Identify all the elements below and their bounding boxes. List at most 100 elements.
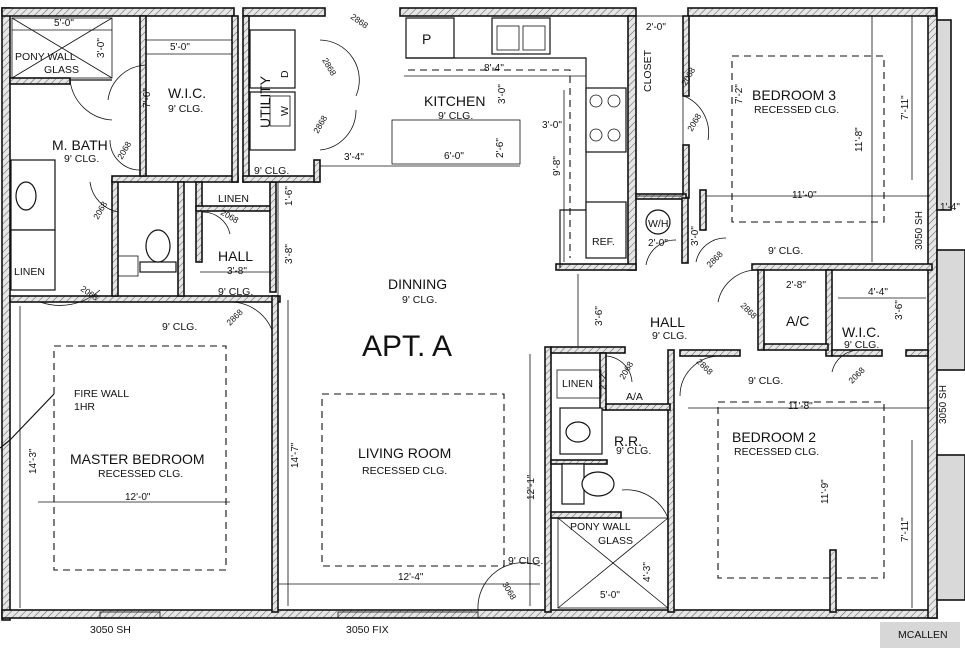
living-room-label: LIVING ROOM — [358, 445, 451, 461]
hall-west-dim-38: 3'-8" — [284, 244, 295, 264]
wic-master-ceiling: 9' CLG. — [168, 103, 203, 115]
m-bath-linen: LINEN — [14, 266, 45, 278]
bedroom2-width: 11'-8" — [788, 401, 813, 412]
kitchen-ceiling: 9' CLG. — [438, 110, 473, 122]
labels: APT. A MASTER BEDROOM RECESSED CLG. 12'-… — [14, 11, 960, 636]
utility-washer: W — [279, 106, 291, 116]
bedroom3-dim-14: 1'-4" — [940, 202, 960, 213]
master-bedroom-length: 14'-3" — [28, 448, 39, 474]
door-tag: 2868 — [704, 249, 725, 270]
bedroom3-ceiling: 9' CLG. — [768, 245, 803, 257]
closet-label: CLOSET — [642, 49, 654, 92]
wh-label: W/H — [648, 218, 668, 230]
kitchen-dim-34: 3'-4" — [344, 152, 364, 163]
bedroom3-length: 11'-8" — [854, 127, 865, 152]
utility-label: UTILITY — [257, 75, 273, 128]
dimension-lines — [0, 16, 930, 608]
door-tag: 3068 — [500, 580, 518, 602]
door-tag: 2868 — [311, 113, 329, 135]
wic-east-depth: 3'-6" — [894, 300, 905, 320]
living-room-length: 14'-7" — [290, 442, 301, 468]
fire-wall-rating: 1HR — [74, 401, 95, 413]
window-tag: 3050 SH — [938, 385, 949, 424]
hall-west-dim-16: 1'-6" — [284, 186, 295, 206]
wic-east-width: 4'-4" — [868, 287, 888, 298]
hall-west-label: HALL — [218, 248, 253, 264]
rr-ac: A/A — [626, 391, 643, 403]
door-tag: 2868 — [695, 356, 716, 377]
utility-ceiling: 9' CLG. — [254, 165, 289, 177]
living-room-width: 12'-4" — [398, 572, 424, 583]
fixtures — [10, 15, 709, 609]
hall-east-label: HALL — [650, 314, 685, 330]
living-room-note: RECESSED CLG. — [362, 465, 447, 477]
kitchen-counter-dim: 8'-4" — [484, 63, 504, 74]
rr-shower-depth: 4'-3" — [642, 562, 653, 582]
master-bedroom-label: MASTER BEDROOM — [70, 451, 205, 467]
bedroom2-note: RECESSED CLG. — [734, 446, 819, 458]
rr-label: R.R. — [614, 433, 642, 449]
wic-east-ceiling: 9' CLG. — [844, 339, 879, 351]
hall-west-ceiling: 9' CLG. — [218, 286, 253, 298]
door-swings — [39, 139, 861, 611]
exterior-walls — [1, 7, 965, 621]
bedroom3-dim-72: 7'-2" — [734, 84, 745, 104]
door-tag: 2068 — [679, 65, 697, 87]
master-bedroom-width: 12'-0" — [125, 492, 151, 503]
fridge-label: REF. — [592, 236, 615, 248]
bedroom2-ceiling: 9' CLG. — [748, 375, 783, 387]
bedroom2-dim-711: 7'-11" — [900, 517, 911, 542]
dining-ceiling: 9' CLG. — [402, 294, 437, 306]
pantry-label: P — [422, 31, 431, 47]
door-tag: 2868 — [349, 11, 370, 30]
door-tag: 2068 — [617, 359, 635, 381]
rr-glass: GLASS — [598, 535, 633, 547]
rr-shower-width: 5'-0" — [600, 590, 620, 601]
door-tag: 2868 — [224, 307, 245, 328]
living-room-ceiling: 9' CLG. — [508, 555, 543, 567]
rr-dim-22: 2'-2" — [598, 370, 609, 390]
kitchen-dim-30: 3'-0" — [497, 84, 508, 104]
apartment-label: APT. A — [362, 330, 452, 363]
window-tag: 3050 FIX — [346, 624, 389, 636]
kitchen-label: KITCHEN — [424, 93, 485, 109]
m-bath-shower-depth: 3'-0" — [96, 38, 107, 58]
door-tag: 2868 — [739, 300, 760, 321]
door-tag: 2068 — [685, 111, 703, 133]
fire-wall-label: FIRE WALL — [74, 388, 129, 400]
kitchen-depth: 9'-8" — [552, 156, 563, 176]
bedroom3-label: BEDROOM 3 — [752, 87, 836, 103]
door-tag: 2868 — [320, 56, 338, 78]
door-tag: 2068 — [115, 139, 133, 161]
hall-east-ceiling: 9' CLG. — [652, 330, 687, 342]
window-tag: 3050 SH — [90, 624, 131, 636]
bedroom2-length: 11'-9" — [820, 479, 831, 504]
recessed-ceilings — [53, 55, 885, 579]
ac-label: A/C — [786, 313, 809, 329]
m-bath-ceiling: 9' CLG. — [64, 153, 99, 165]
ac-width: 2'-8" — [786, 280, 806, 291]
wic-master-width: 5'-0" — [170, 42, 190, 53]
m-bath-shower-width: 5'-0" — [54, 18, 74, 29]
m-bath-pony-wall: PONY WALL — [15, 51, 76, 63]
dining-label: DINNING — [388, 276, 447, 292]
utility-dryer: D — [279, 70, 291, 78]
master-bedroom-ceiling: 9' CLG. — [162, 321, 197, 333]
bedroom2-label: BEDROOM 2 — [732, 429, 816, 445]
door-tag: 2068 — [846, 365, 867, 386]
bedroom3-width: 11'-0" — [792, 190, 817, 201]
kitchen-island-depth: 2'-6" — [495, 138, 506, 158]
kitchen-dim-30b: 3'-0" — [542, 120, 562, 131]
wic-east-label: W.I.C. — [842, 324, 880, 340]
bedroom3-dim-711: 7'-11" — [900, 95, 911, 120]
watermark: MCALLEN — [880, 622, 960, 648]
bedroom3-note: RECESSED CLG. — [754, 104, 839, 116]
wic-master-label: W.I.C. — [168, 85, 206, 101]
hall-west-width: 3'-8" — [227, 266, 247, 277]
m-bath-glass: GLASS — [44, 64, 79, 76]
rr-length: 12'-1" — [526, 474, 537, 500]
wic-master-depth: 7'-6" — [142, 88, 153, 108]
kitchen-island-dim: 6'-0" — [444, 151, 464, 162]
hall-east-dim-36: 3'-6" — [594, 306, 605, 326]
